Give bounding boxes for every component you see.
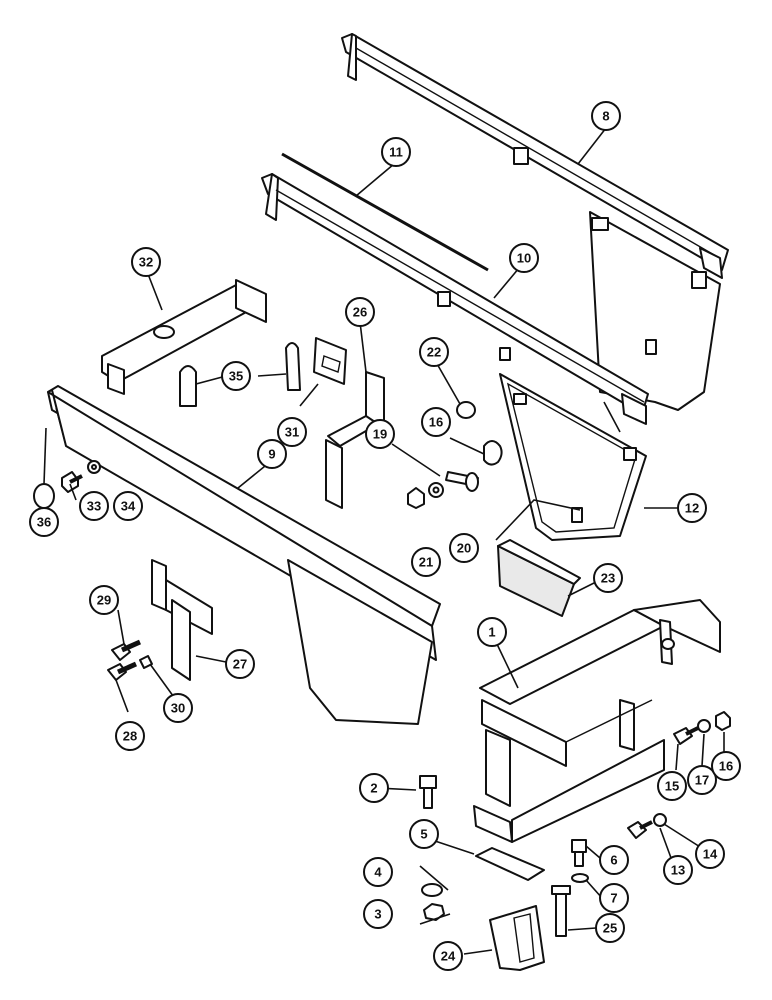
callout-3: 3 <box>363 899 393 929</box>
callout-label: 26 <box>353 305 367 320</box>
callout-32: 32 <box>131 247 161 277</box>
callout-label: 27 <box>233 657 247 672</box>
callout-label: 1 <box>488 625 495 640</box>
part-26-bracket <box>325 371 385 509</box>
part-24-25 <box>489 885 571 971</box>
callout-label: 22 <box>427 345 441 360</box>
callout-label: 32 <box>139 255 153 270</box>
callout-label: 6 <box>610 853 617 868</box>
callout-label: 12 <box>685 501 699 516</box>
callout-label: 34 <box>121 499 136 514</box>
callout-label: 14 <box>703 847 718 862</box>
callout-11: 11 <box>381 137 411 167</box>
callout-label: 23 <box>601 571 615 586</box>
callout-label: 30 <box>171 701 185 716</box>
part-23-block <box>497 539 581 617</box>
part-31-plate <box>313 337 347 385</box>
part-35-clips <box>179 342 301 407</box>
fastener-group-center <box>407 401 503 509</box>
part-2-bolt <box>419 775 437 809</box>
callout-label: 8 <box>602 109 609 124</box>
callout-label: 16 <box>719 759 733 774</box>
part-12-side-panel <box>499 373 647 541</box>
part-11-rod <box>281 152 489 272</box>
callout-label: 11 <box>389 145 403 160</box>
callout-33: 33 <box>79 491 109 521</box>
callout-29: 29 <box>89 585 119 615</box>
callout-2: 2 <box>359 773 389 803</box>
callout-12: 12 <box>677 493 707 523</box>
callout-35: 35 <box>221 361 251 391</box>
callout-label: 20 <box>457 541 471 556</box>
part-8-upper-rail <box>341 33 729 411</box>
part-1-frame <box>473 599 721 843</box>
callout-label: 3 <box>374 907 381 922</box>
callout-28: 28 <box>115 721 145 751</box>
callout-30: 30 <box>163 693 193 723</box>
callout-21: 21 <box>411 547 441 577</box>
callout-label: 16 <box>429 415 443 430</box>
callout-4: 4 <box>363 857 393 887</box>
part-27-bracket <box>151 559 213 681</box>
fastener-group-right <box>673 711 731 745</box>
callout-7: 7 <box>599 883 629 913</box>
callout-36: 36 <box>29 507 59 537</box>
callout-25: 25 <box>595 913 625 943</box>
callout-26: 26 <box>345 297 375 327</box>
part-9-front-panel <box>47 385 441 725</box>
callout-label: 19 <box>373 427 387 442</box>
callout-label: 15 <box>665 779 679 794</box>
callout-9: 9 <box>257 439 287 469</box>
callout-20: 20 <box>449 533 479 563</box>
callout-label: 5 <box>420 827 427 842</box>
fastener-group-13-14 <box>627 813 667 839</box>
callout-17: 17 <box>687 765 717 795</box>
callout-16-lower: 16 <box>711 751 741 781</box>
leader-lines <box>43 127 725 955</box>
callout-label: 35 <box>229 369 243 384</box>
callout-1: 1 <box>477 617 507 647</box>
callout-label: 4 <box>374 865 382 880</box>
part-32-bracket <box>101 279 267 395</box>
callout-16-upper: 16 <box>421 407 451 437</box>
callout-10: 10 <box>509 243 539 273</box>
callout-label: 10 <box>517 251 531 266</box>
callout-24: 24 <box>433 941 463 971</box>
callout-22: 22 <box>419 337 449 367</box>
callout-label: 31 <box>285 425 299 440</box>
callout-27: 27 <box>225 649 255 679</box>
callout-19: 19 <box>365 419 395 449</box>
callout-14: 14 <box>695 839 725 869</box>
callout-23: 23 <box>593 563 623 593</box>
callout-34: 34 <box>113 491 143 521</box>
callout-label: 17 <box>695 773 709 788</box>
callout-label: 2 <box>370 781 377 796</box>
callout-label: 13 <box>671 863 685 878</box>
callout-8: 8 <box>591 101 621 131</box>
callout-label: 7 <box>610 891 617 906</box>
callout-label: 36 <box>37 515 51 530</box>
part-6-7-bolt-nut <box>571 839 589 883</box>
part-3-4-nut-washer <box>421 883 445 921</box>
part-10-middle-rail <box>261 173 649 425</box>
callout-label: 24 <box>441 949 456 964</box>
callouts: 8 11 10 32 26 35 22 31 16 19 9 12 34 33 … <box>29 101 741 971</box>
callout-label: 9 <box>268 447 275 462</box>
callout-31: 31 <box>277 417 307 447</box>
callout-label: 28 <box>123 729 137 744</box>
part-5-plate <box>475 847 545 881</box>
fastener-group-lower-left <box>107 639 153 681</box>
callout-label: 21 <box>419 555 433 570</box>
callout-6: 6 <box>599 845 629 875</box>
callout-label: 33 <box>87 499 101 514</box>
callout-15: 15 <box>657 771 687 801</box>
callout-label: 29 <box>97 593 111 608</box>
callout-5: 5 <box>409 819 439 849</box>
callout-label: 25 <box>603 921 617 936</box>
callout-13: 13 <box>663 855 693 885</box>
